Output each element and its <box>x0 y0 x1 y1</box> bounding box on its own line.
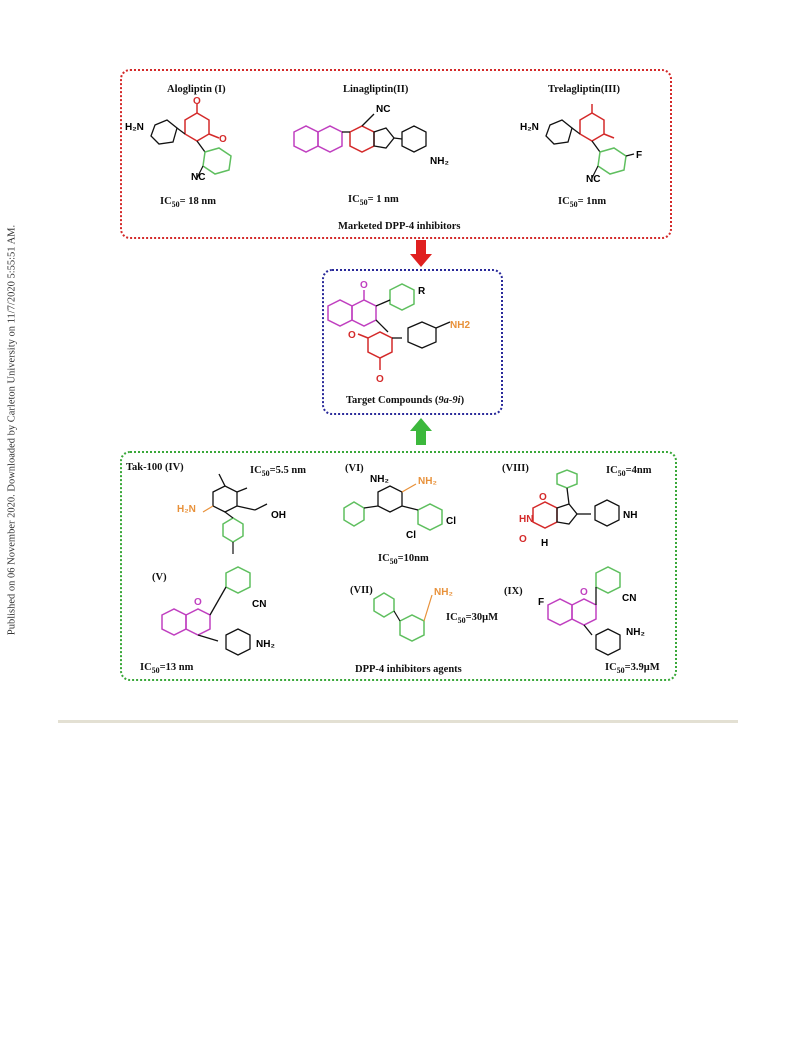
trelagliptin-structure: H₂N NC F <box>520 104 642 185</box>
nh2-label: NH₂ <box>626 627 645 638</box>
compound-vii-ic50: IC50=30μM <box>446 612 499 626</box>
compound-vii-name: (VII) <box>350 585 373 596</box>
o-label: O <box>580 587 588 598</box>
compound-v-structure: CN NH₂ O <box>161 566 275 656</box>
red-down-arrow-icon <box>410 240 432 267</box>
marketed-inhibitors-box <box>120 69 672 239</box>
o-label: O <box>219 134 227 145</box>
cn-label: CN <box>252 599 266 610</box>
nc-label: NC <box>376 104 390 115</box>
marketed-caption: Marketed DPP-4 inhibitors <box>338 221 461 232</box>
trelagliptin-name: Trelagliptin(III) <box>548 84 620 95</box>
hn-label: HN <box>519 514 533 525</box>
tak100-name: Tak-100 (IV) <box>126 462 184 473</box>
compound-v-ic50: IC50=13 nm <box>140 662 194 676</box>
linagliptin-name: Linagliptin(II) <box>343 84 409 95</box>
h2n-label: H₂N <box>125 122 144 133</box>
target-caption: Target Compounds (9a-9i) <box>346 395 465 406</box>
o-label: O <box>376 374 384 385</box>
compound-vi-name: (VI) <box>345 463 364 474</box>
compound-v-name: (V) <box>152 572 167 583</box>
trelagliptin-ic50: IC50= 1nm <box>558 196 607 210</box>
green-up-arrow-icon <box>410 418 432 445</box>
dpp4-agents-box <box>120 451 677 681</box>
target-compound-structure: O R NH2 O O <box>327 280 470 385</box>
compound-vii-structure: NH₂ <box>373 587 453 642</box>
compound-ix-name: (IX) <box>504 586 523 597</box>
nh2-label: NH₂ <box>434 587 453 598</box>
f-label: F <box>538 597 544 608</box>
oh-label: OH <box>271 510 286 521</box>
compound-viii-structure: O HN O H NH <box>519 469 637 549</box>
o-label: O <box>194 597 202 608</box>
target-compounds-box <box>322 269 503 415</box>
cl-label: Cl <box>446 516 456 527</box>
compound-viii-ic50: IC50=4nm <box>606 465 652 479</box>
nh2-label: NH2 <box>450 320 470 331</box>
nh2-label: NH₂ <box>418 476 437 487</box>
page-divider <box>58 720 738 723</box>
compound-ix-ic50: IC50=3.9μM <box>605 662 660 676</box>
publication-side-note: Published on 06 November 2020. Downloade… <box>6 224 18 636</box>
cn-label: CN <box>622 593 636 604</box>
nh2-label: NH₂ <box>256 639 275 650</box>
agents-caption: DPP-4 inhibitors agents <box>355 664 462 675</box>
cl-label: Cl <box>406 530 416 541</box>
compound-viii-name: (VIII) <box>502 463 529 474</box>
alogliptin-structure: H₂N NC O O <box>125 96 232 183</box>
h-label: H <box>541 538 548 549</box>
o-label: O <box>193 96 201 107</box>
compound-vi-structure: NH₂ NH₂ Cl Cl <box>343 474 456 541</box>
alogliptin-name: Alogliptin (I) <box>167 84 226 95</box>
f-label: F <box>636 150 642 161</box>
tak100-ic50: IC50=5.5 nm <box>250 465 306 479</box>
nh2-label: NH₂ <box>370 474 389 485</box>
o-label: O <box>360 280 368 291</box>
linagliptin-ic50: IC50= 1 nm <box>348 194 399 208</box>
h2n-label: H₂N <box>520 122 539 133</box>
o-label: O <box>348 330 356 341</box>
compound-ix-structure: F CN NH₂ O <box>538 566 645 656</box>
r-group-label: R <box>418 286 426 297</box>
h2n-label: H₂N <box>177 504 196 515</box>
nh2-label: NH₂ <box>430 156 449 167</box>
linagliptin-structure: NC NH₂ <box>293 104 449 167</box>
nh-label: NH <box>623 510 637 521</box>
nc-label: NC <box>191 172 205 183</box>
nc-label: NC <box>586 174 600 185</box>
o-label: O <box>519 534 527 545</box>
compound-vi-ic50: IC50=10nm <box>378 553 429 567</box>
o-label: O <box>539 492 547 503</box>
tak100-structure: H₂N OH <box>177 473 286 554</box>
alogliptin-ic50: IC50= 18 nm <box>160 196 216 210</box>
